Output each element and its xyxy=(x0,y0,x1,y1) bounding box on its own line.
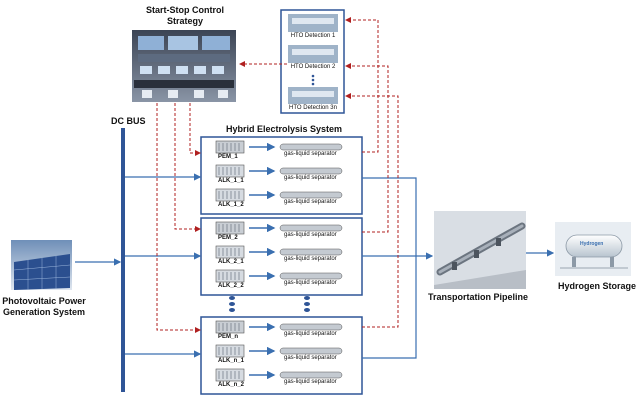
start-stop-title-line1: Start-Stop Control xyxy=(146,5,224,15)
unit-row-graphic xyxy=(215,164,343,178)
pv-system-label-line1: Photovoltaic Power xyxy=(2,296,86,306)
unit-row-graphic xyxy=(215,320,343,334)
alk-electrolyzer-icon xyxy=(215,164,245,178)
separator-vessel-icon xyxy=(279,371,343,379)
pipeline-image xyxy=(434,211,526,289)
separator-label: gas-liquid separator xyxy=(284,175,337,181)
hto-thumb-1 xyxy=(288,14,338,32)
alk-electrolyzer-icon xyxy=(215,344,245,358)
unit-row-graphic xyxy=(215,368,343,382)
separator-vessel-icon xyxy=(279,224,343,232)
photovoltaic-panel-image xyxy=(11,240,72,290)
unit-name-label: ALK_2_2 xyxy=(218,283,244,289)
hto-thumb-2 xyxy=(288,45,338,63)
separator-vessel-icon xyxy=(279,143,343,151)
hybrid-system-title: Hybrid Electrolysis System xyxy=(226,124,343,134)
separator-label: gas-liquid separator xyxy=(284,280,337,286)
unit-name-label: ALK_1_2 xyxy=(218,202,244,208)
unit-row-graphic xyxy=(215,221,343,235)
hto-detection-2-label: HTO Detection 2 xyxy=(290,64,336,70)
tank-hydrogen-text: Hydrogen xyxy=(580,241,604,247)
start-stop-title: Start-Stop Control Strategy xyxy=(135,5,235,27)
separator-vessel-icon xyxy=(279,248,343,256)
unit-name-label: PEM_2 xyxy=(218,235,238,241)
unit-row-graphic xyxy=(215,245,343,259)
hto-thumb-3 xyxy=(288,87,338,104)
pipeline-label: Transportation Pipeline xyxy=(428,292,529,302)
alk-electrolyzer-icon xyxy=(215,368,245,382)
separator-label: gas-liquid separator xyxy=(284,232,337,238)
dc-bus-label: DC BUS xyxy=(111,116,146,126)
control-lines xyxy=(156,17,399,333)
unit-name-label: ALK_1_1 xyxy=(218,178,244,184)
dc-bus-bar xyxy=(121,128,125,392)
unit-row-graphic xyxy=(215,269,343,283)
power-lines xyxy=(75,173,555,359)
hto-detection-3n-label: HTO Detection 3n xyxy=(289,105,337,111)
pem-electrolyzer-icon xyxy=(215,221,245,235)
separator-vessel-icon xyxy=(279,323,343,331)
separator-label: gas-liquid separator xyxy=(284,355,337,361)
storage-label: Hydrogen Storage xyxy=(558,281,637,291)
unit-row-graphic xyxy=(215,188,343,202)
start-stop-title-line2: Strategy xyxy=(166,16,203,26)
alk-electrolyzer-icon xyxy=(215,188,245,202)
alk-electrolyzer-icon xyxy=(215,245,245,259)
hydrogen-tank-image xyxy=(555,222,631,276)
separator-label: gas-liquid separator xyxy=(284,331,337,337)
group-ellipsis xyxy=(229,296,310,312)
separator-vessel-icon xyxy=(279,167,343,175)
separator-vessel-icon xyxy=(279,191,343,199)
separator-vessel-icon xyxy=(279,347,343,355)
separator-vessel-icon xyxy=(279,272,343,280)
unit-row-graphic xyxy=(215,344,343,358)
unit-name-label: PEM_n xyxy=(218,334,239,340)
pem-electrolyzer-icon xyxy=(215,320,245,334)
separator-label: gas-liquid separator xyxy=(284,151,337,157)
pv-system-label: Photovoltaic Power Generation System xyxy=(0,296,88,318)
pem-electrolyzer-icon xyxy=(215,140,245,154)
unit-row-graphic xyxy=(215,140,343,154)
pv-system-label-line2: Generation System xyxy=(2,307,86,317)
separator-label: gas-liquid separator xyxy=(284,199,337,205)
alk-electrolyzer-icon xyxy=(215,269,245,283)
unit-name-label: ALK_n_2 xyxy=(218,382,245,388)
unit-name-label: PEM_1 xyxy=(218,154,238,160)
separator-label: gas-liquid separator xyxy=(284,379,337,385)
hto-detection-1-label: HTO Detection 1 xyxy=(290,33,336,39)
separator-label: gas-liquid separator xyxy=(284,256,337,262)
unit-name-label: ALK_2_1 xyxy=(218,259,244,265)
control-room-image xyxy=(132,30,236,102)
unit-name-label: ALK_n_1 xyxy=(218,358,245,364)
